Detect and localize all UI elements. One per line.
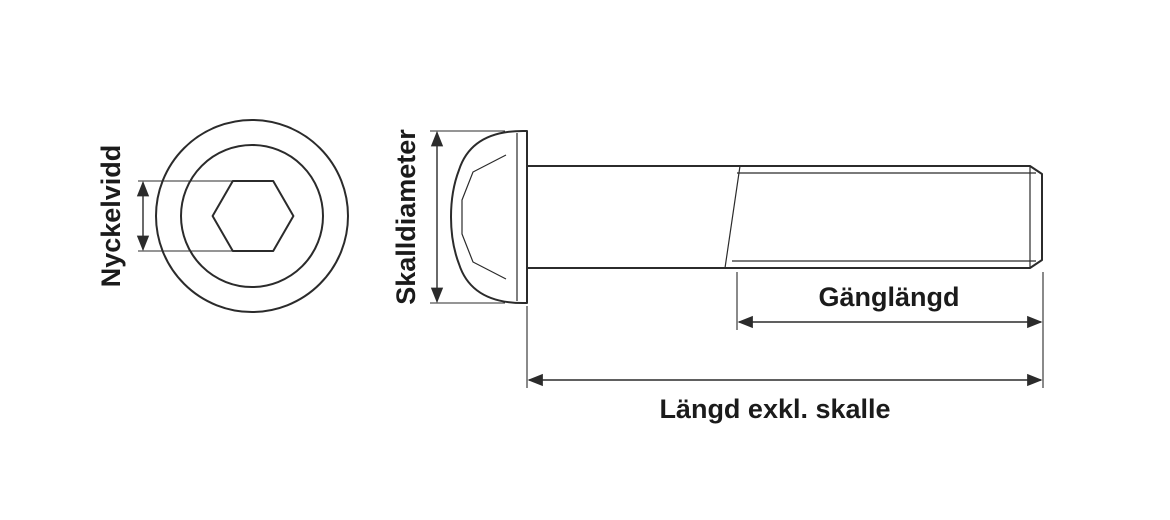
head-inner-circle [180,144,324,288]
hex-socket-profile [461,154,507,280]
dimension-key-width: Nyckelvidd [96,145,272,288]
head-outer-circle [155,119,349,313]
screw-shank [526,165,1043,269]
length-excl-head-label: Längd exkl. skalle [659,394,890,424]
hex-socket [211,180,295,252]
dimension-thread-length: Gänglängd [736,272,1044,388]
thread-length-label: Gänglängd [819,282,960,312]
key-width-label: Nyckelvidd [96,145,126,288]
dimension-head-diameter: Skalldiameter [391,129,505,305]
screw-side-view [450,129,1043,305]
screw-head-profile [450,129,528,305]
head-diameter-label: Skalldiameter [391,129,421,305]
thread-start-line [724,165,741,269]
dimension-length-excl-head: Längd exkl. skalle [526,306,1043,424]
screw-front-view [155,119,349,313]
